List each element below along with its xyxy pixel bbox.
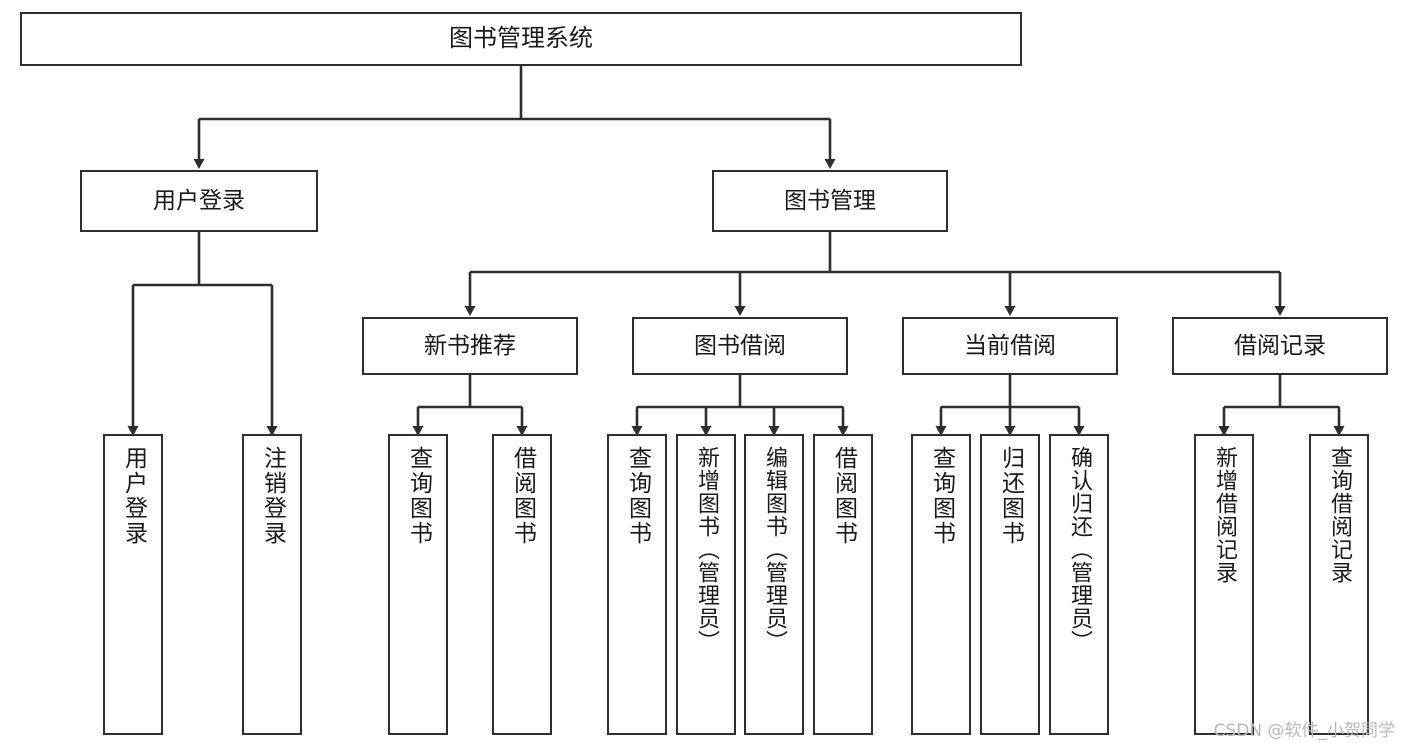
node-user-login[interactable]: 用户登录	[80, 170, 318, 232]
leaf-confirm-return-label: 确认归还（管理员）	[1067, 446, 1092, 653]
node-borrow-record-label: 借阅记录	[1234, 332, 1326, 359]
leaf-add-book-label: 新增图书（管理员）	[694, 446, 719, 653]
leaf-add-record[interactable]: 新增借阅记录	[1194, 434, 1254, 735]
leaf-logout-label: 注销登录	[259, 446, 286, 546]
node-book-borrow[interactable]: 图书借阅	[632, 317, 848, 375]
leaf-query-book-2-label: 查询图书	[624, 446, 651, 546]
node-user-login-label: 用户登录	[153, 187, 245, 214]
leaf-edit-book-label: 编辑图书（管理员）	[762, 446, 787, 653]
node-book-management-label: 图书管理	[784, 187, 876, 214]
leaf-return-book-label: 归还图书	[997, 446, 1024, 546]
node-book-management[interactable]: 图书管理	[712, 170, 948, 232]
leaf-query-record-label: 查询借阅记录	[1327, 446, 1352, 584]
node-borrow-record[interactable]: 借阅记录	[1172, 317, 1388, 375]
node-root[interactable]: 图书管理系统	[20, 12, 1022, 66]
node-current-borrow[interactable]: 当前借阅	[902, 317, 1118, 375]
leaf-borrow-book-2-label: 借阅图书	[830, 446, 857, 546]
leaf-add-book[interactable]: 新增图书（管理员）	[676, 434, 736, 735]
leaf-user-login-label: 用户登录	[120, 446, 147, 546]
leaf-query-book-2[interactable]: 查询图书	[607, 434, 667, 735]
node-root-label: 图书管理系统	[449, 24, 593, 53]
leaf-query-book-1[interactable]: 查询图书	[388, 434, 448, 735]
node-book-borrow-label: 图书借阅	[694, 332, 786, 359]
csdn-watermark: CSDN @软件_小贺同学	[1213, 721, 1395, 741]
node-new-book-recommend[interactable]: 新书推荐	[362, 317, 578, 375]
leaf-query-book-3[interactable]: 查询图书	[911, 434, 971, 735]
leaf-borrow-book-1-label: 借阅图书	[509, 446, 536, 546]
leaf-query-record[interactable]: 查询借阅记录	[1309, 434, 1369, 735]
leaf-confirm-return[interactable]: 确认归还（管理员）	[1049, 434, 1109, 735]
node-new-book-recommend-label: 新书推荐	[424, 332, 516, 359]
leaf-return-book[interactable]: 归还图书	[980, 434, 1040, 735]
node-current-borrow-label: 当前借阅	[964, 332, 1056, 359]
leaf-edit-book[interactable]: 编辑图书（管理员）	[744, 434, 804, 735]
leaf-query-book-3-label: 查询图书	[928, 446, 955, 546]
leaf-query-book-1-label: 查询图书	[405, 446, 432, 546]
leaf-borrow-book-2[interactable]: 借阅图书	[813, 434, 873, 735]
leaf-add-record-label: 新增借阅记录	[1212, 446, 1237, 584]
leaf-logout[interactable]: 注销登录	[242, 434, 302, 735]
leaf-borrow-book-1[interactable]: 借阅图书	[492, 434, 552, 735]
leaf-user-login[interactable]: 用户登录	[103, 434, 163, 735]
